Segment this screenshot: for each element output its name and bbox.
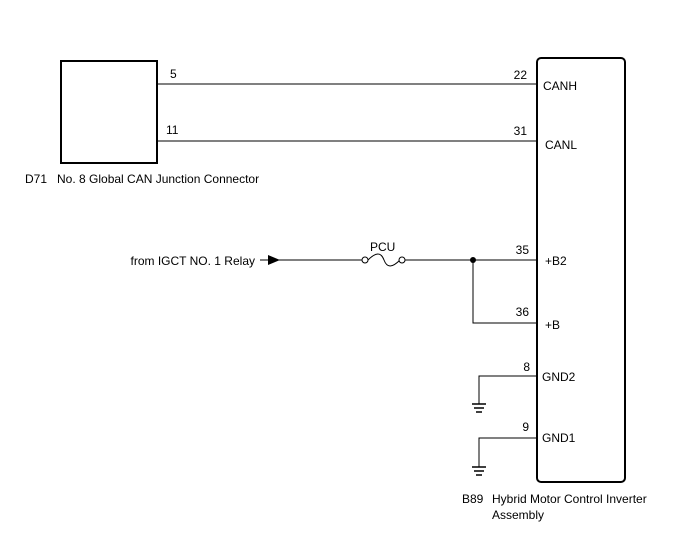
b89-name-line1: Hybrid Motor Control Inverter bbox=[492, 492, 647, 506]
power-arrow-icon bbox=[268, 255, 280, 265]
b89-pin-9: 9 bbox=[522, 420, 529, 434]
d71-name: No. 8 Global CAN Junction Connector bbox=[57, 172, 259, 186]
gnd1-wire bbox=[478, 437, 537, 467]
fuse-label: PCU bbox=[370, 240, 395, 254]
ground-icon bbox=[472, 466, 486, 476]
b89-label-gnd1: GND1 bbox=[542, 431, 576, 445]
b89-name-line2: Assembly bbox=[492, 508, 544, 522]
b89-label-b2: +B2 bbox=[545, 254, 567, 268]
gnd2-wire bbox=[478, 375, 537, 404]
d71-code: D71 bbox=[25, 172, 47, 186]
b89-label-b: +B bbox=[545, 318, 560, 332]
d71-pin-canh: 5 bbox=[170, 67, 177, 81]
b89-label-canl: CANL bbox=[545, 138, 577, 152]
b89-pin-31: 31 bbox=[514, 124, 528, 138]
power-source-label: from IGCT NO. 1 Relay bbox=[131, 254, 255, 268]
d71-pin-canl: 11 bbox=[166, 123, 179, 137]
b89-label-canh: CANH bbox=[543, 79, 577, 93]
b89-label-gnd2: GND2 bbox=[542, 370, 576, 384]
fuse-icon bbox=[361, 253, 406, 267]
b89-pin-36: 36 bbox=[516, 305, 530, 319]
ground-icon bbox=[472, 403, 486, 413]
b89-pin-22: 22 bbox=[514, 68, 528, 82]
b89-code: B89 bbox=[462, 492, 484, 506]
b89-pin-35: 35 bbox=[516, 243, 530, 257]
b-wire bbox=[472, 260, 537, 324]
b89-inverter-box bbox=[536, 57, 626, 483]
d71-connector-box bbox=[60, 60, 158, 164]
b89-pin-8: 8 bbox=[523, 360, 530, 374]
